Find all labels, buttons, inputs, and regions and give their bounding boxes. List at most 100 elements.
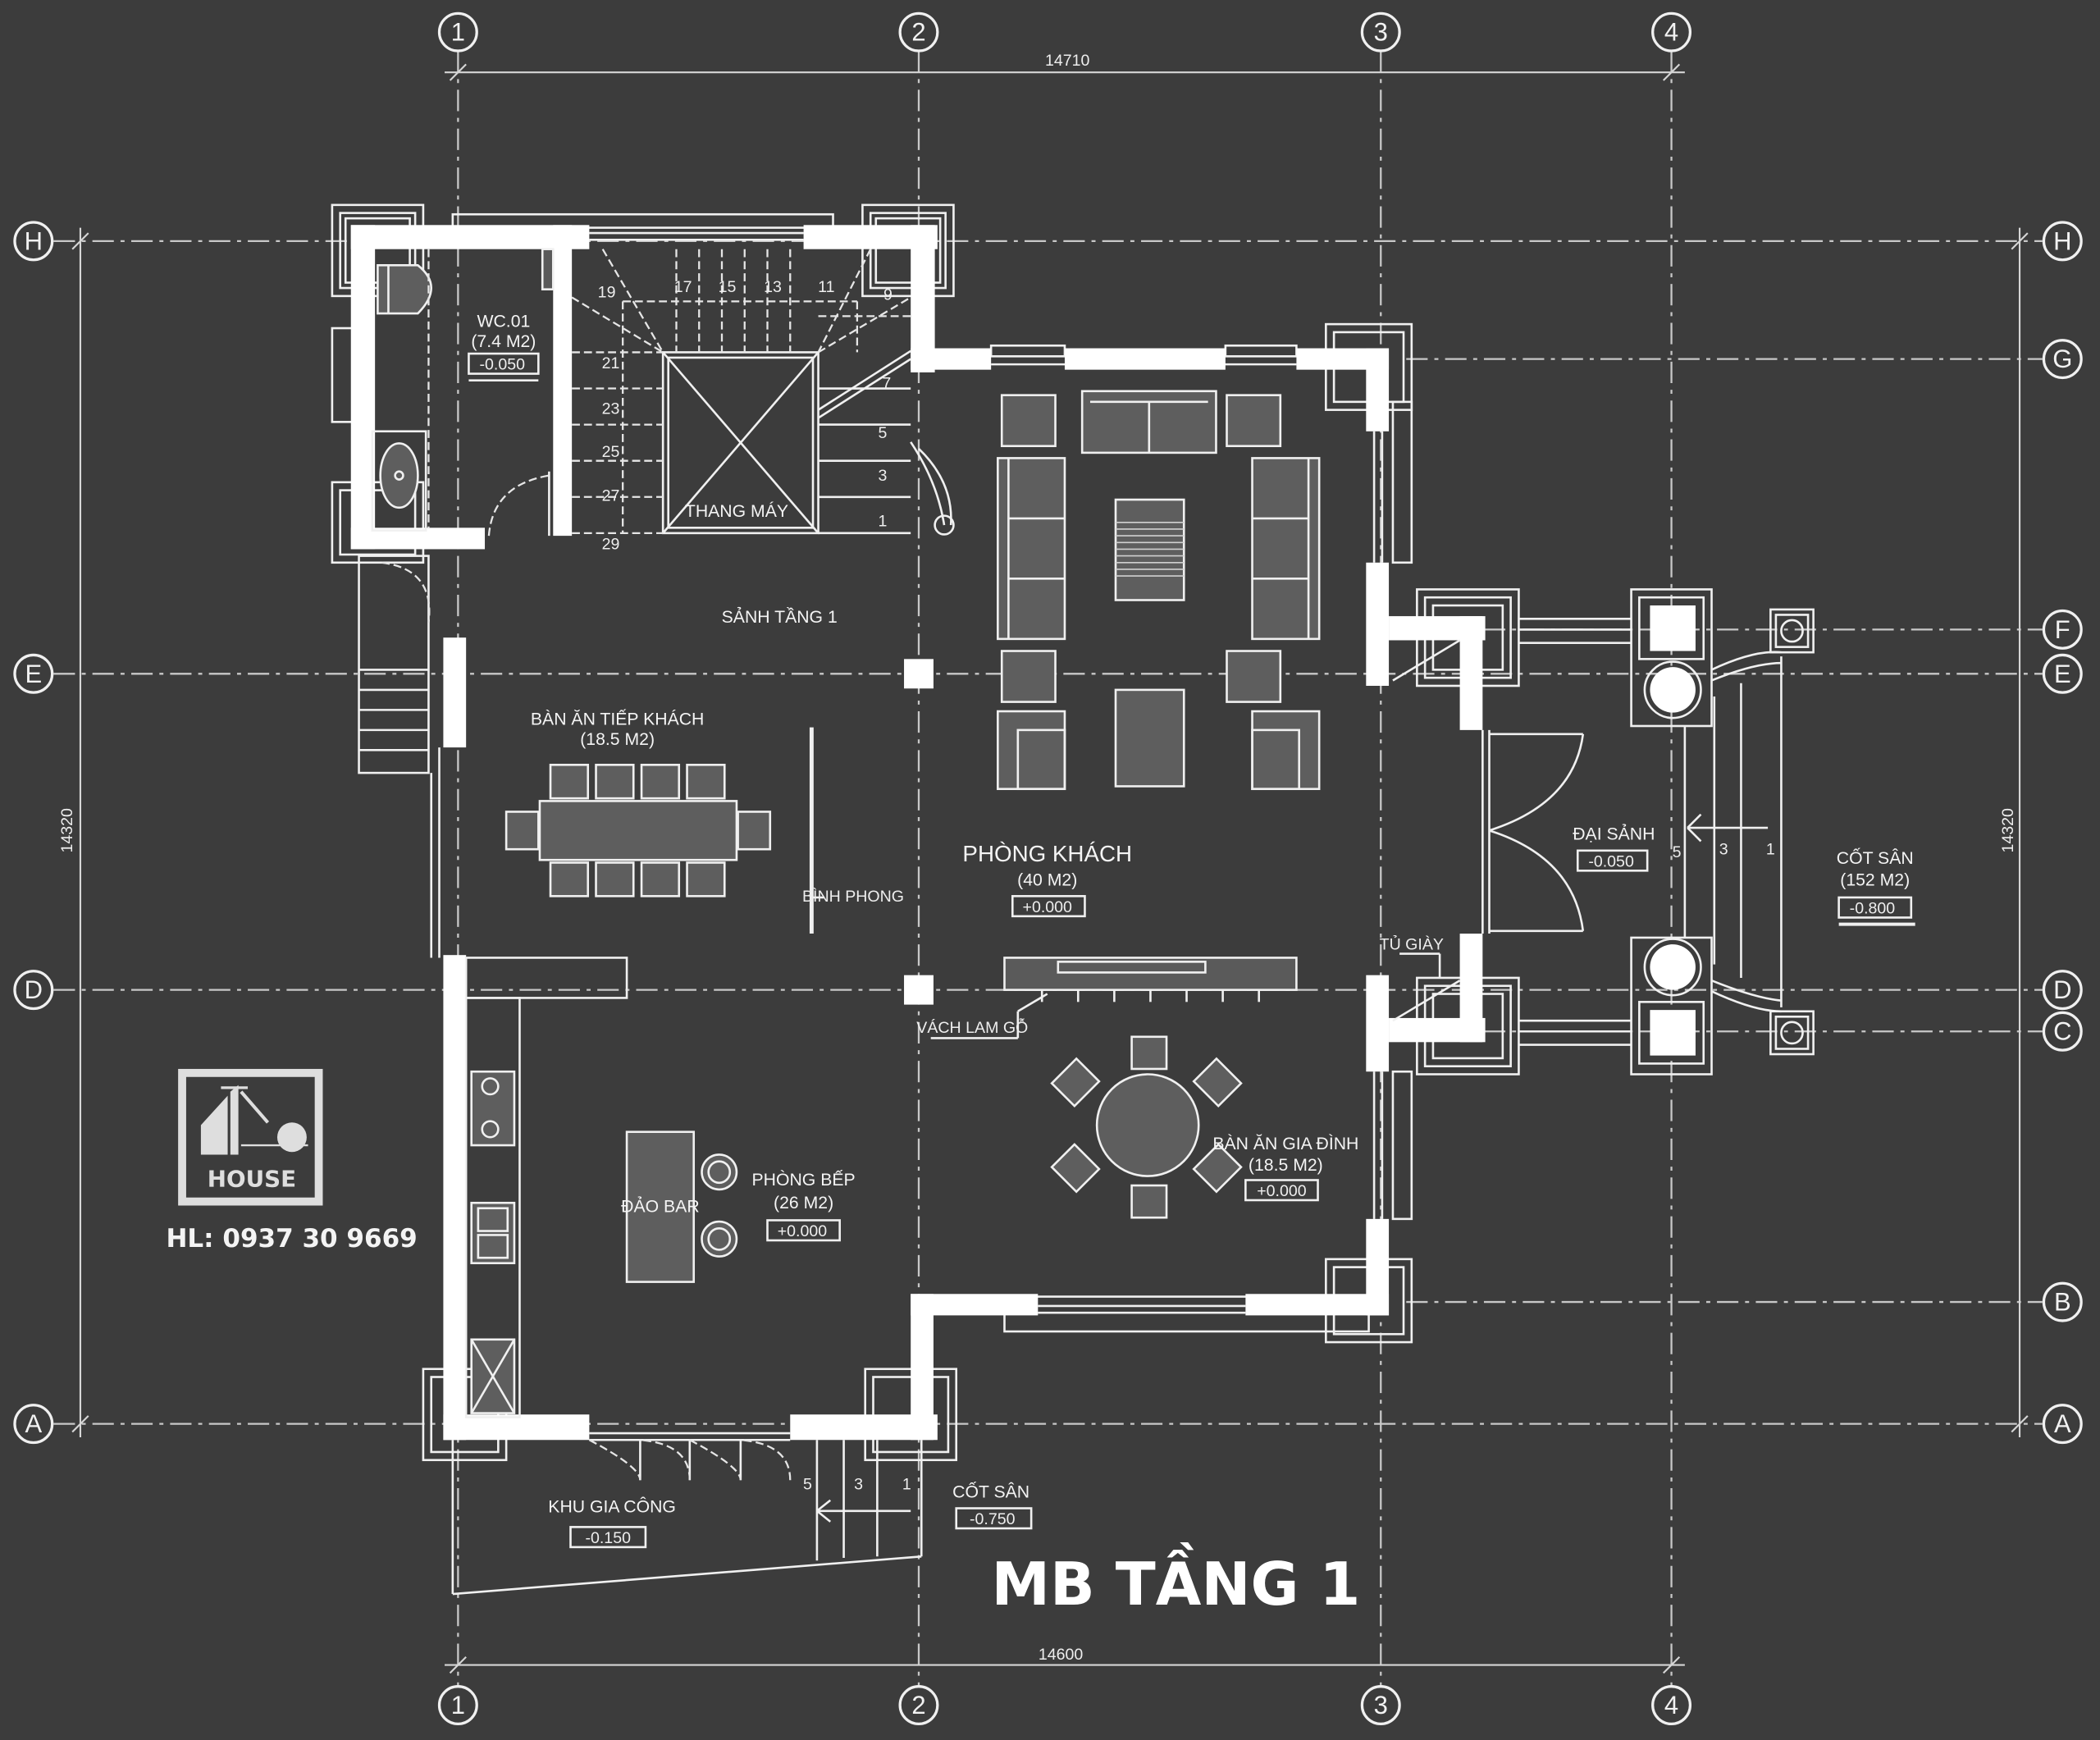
grid-row-a-right: A xyxy=(2054,1409,2071,1438)
wc-area: (7.4 M2) xyxy=(471,332,536,351)
stove-icon xyxy=(470,1070,516,1147)
grid-col-3: 3 xyxy=(1374,18,1388,47)
dimension-bottom: 14600 xyxy=(1039,1646,1084,1664)
shoe-cabinet-label: TỦ GIÀY xyxy=(1380,934,1444,954)
dimension-lines: 14710 14600 14320 14320 xyxy=(58,52,2029,1674)
grid-row-b-right: B xyxy=(2054,1288,2071,1317)
yard-name: CỐT SÂN xyxy=(1837,847,1914,868)
rear-step-3: 3 xyxy=(854,1476,863,1494)
wood-louver-wall xyxy=(1003,957,1298,991)
grid-row-c-right: C xyxy=(2053,1017,2071,1046)
stair-step-3: 3 xyxy=(878,467,887,485)
wc-room: WC.01 (7.4 M2) -0.050 xyxy=(371,248,555,537)
grid-bubbles: 1 2 3 4 1 2 3 4 H E D A H G F E D C B A xyxy=(13,11,2083,1726)
walls xyxy=(350,225,1692,1441)
yard-area: (152 M2) xyxy=(1840,870,1910,889)
kitchen-name: PHÒNG BẾP xyxy=(752,1169,856,1190)
stair-and-elevator: THANG MÁY 19 17 15 13 11 9 xyxy=(571,249,955,553)
grid-row-d: D xyxy=(25,975,43,1004)
kitchen: ĐẢO BAR PHÒNG BẾP (26 M2) +0.000 xyxy=(464,997,856,1418)
main-hall: ĐẠI SẢNH -0.050 TỦ GIÀY 5 3 1 CỐT SÂN (1… xyxy=(1380,588,1915,1076)
grid-col-1: 1 xyxy=(451,18,465,47)
stair-step-1: 1 xyxy=(878,513,887,531)
logo-text: HOUSE xyxy=(208,1166,296,1193)
tree-logo-icon xyxy=(276,1122,307,1153)
grid-col-3-bottom: 3 xyxy=(1374,1691,1388,1719)
sink-icon xyxy=(379,442,419,509)
stair-step-19: 19 xyxy=(598,283,616,301)
grid-col-1-bottom: 1 xyxy=(451,1691,465,1719)
stair-step-27: 27 xyxy=(602,487,620,505)
entry-step-5: 5 xyxy=(1673,843,1682,861)
rear-yard-level: -0.750 xyxy=(970,1510,1016,1528)
rear-yard-name: CỐT SÂN xyxy=(952,1480,1029,1501)
stair-step-21: 21 xyxy=(602,354,620,372)
stair-step-9: 9 xyxy=(883,286,892,304)
family-dining-level: +0.000 xyxy=(1257,1182,1307,1200)
round-dining-table xyxy=(1095,1073,1200,1177)
grid-col-4-bottom: 4 xyxy=(1664,1691,1678,1719)
rear-step-1: 1 xyxy=(902,1476,911,1494)
rear-work-area: 5 3 1 KHU GIA CÔNG -0.150 CỐT SÂN -0.750 xyxy=(451,1432,1033,1596)
living-area: (40 M2) xyxy=(1017,870,1077,889)
guest-dining-area-value: (18.5 M2) xyxy=(580,730,655,749)
dimension-top: 14710 xyxy=(1045,52,1090,70)
guest-dining-table xyxy=(538,800,738,861)
stair-step-13: 13 xyxy=(764,278,782,296)
stair-step-7: 7 xyxy=(882,375,891,393)
grid-row-h: H xyxy=(25,226,43,255)
dimension-left: 14320 xyxy=(58,808,76,853)
screen-label: BÌNH PHONG xyxy=(802,887,904,906)
main-hall-level: -0.050 xyxy=(1588,852,1634,870)
kitchen-area: (26 M2) xyxy=(774,1194,833,1213)
contact-phone: HL: 0937 30 9669 xyxy=(166,1224,417,1254)
grid-col-2-bottom: 2 xyxy=(911,1691,925,1719)
rear-step-5: 5 xyxy=(803,1476,812,1494)
stair-step-29: 29 xyxy=(602,535,620,553)
living-room: PHÒNG KHÁCH (40 M2) +0.000 VÁCH LAM GỖ xyxy=(916,390,1321,1039)
wood-louver-label: VÁCH LAM GỖ xyxy=(916,1017,1028,1037)
main-hall-name: ĐẠI SẢNH xyxy=(1573,824,1655,844)
bar-label: ĐẢO BAR xyxy=(621,1196,700,1217)
stair-step-15: 15 xyxy=(719,278,737,296)
guest-dining-area: SẢNH TẦNG 1 BÀN ĂN TIẾP KHÁCH (18.5 M2) … xyxy=(464,606,904,999)
grid-row-d-right: D xyxy=(2053,975,2071,1004)
grid-col-2: 2 xyxy=(911,18,925,47)
yard-level: -0.800 xyxy=(1850,900,1896,918)
stair-step-11: 11 xyxy=(818,278,834,296)
dimension-right: 14320 xyxy=(1999,808,2017,853)
family-dining-area: BÀN ĂN GIA ĐÌNH (18.5 M2) +0.000 xyxy=(1050,1035,1358,1219)
wc-level: -0.050 xyxy=(479,356,525,374)
grid-row-h-right: H xyxy=(2053,226,2071,255)
stair-step-25: 25 xyxy=(602,443,620,461)
living-name: PHÒNG KHÁCH xyxy=(962,841,1132,866)
stair-step-23: 23 xyxy=(602,400,620,418)
grid-col-4: 4 xyxy=(1664,18,1678,47)
guest-dining-name: BÀN ĂN TIẾP KHÁCH xyxy=(531,708,704,728)
living-level: +0.000 xyxy=(1023,898,1073,916)
entry-step-1: 1 xyxy=(1766,841,1775,859)
grid-row-a: A xyxy=(25,1409,42,1438)
family-dining-name: BÀN ĂN GIA ĐÌNH xyxy=(1212,1133,1358,1153)
grid-row-f-right: F xyxy=(2055,615,2070,644)
entry-step-3: 3 xyxy=(1719,841,1728,859)
grid-row-g-right: G xyxy=(2052,345,2072,373)
elevator-shaft xyxy=(661,351,819,535)
kitchen-level: +0.000 xyxy=(778,1222,828,1240)
work-area-name: KHU GIA CÔNG xyxy=(548,1496,676,1516)
elevator-label: THANG MÁY xyxy=(685,500,788,521)
family-dining-area-value: (18.5 M2) xyxy=(1249,1156,1323,1175)
wc-name: WC.01 xyxy=(477,312,530,331)
bar-island xyxy=(625,1130,696,1283)
lobby-label: SẢNH TẦNG 1 xyxy=(722,606,838,627)
stair-step-5: 5 xyxy=(878,424,887,442)
drawing-title: MB TẦNG 1 xyxy=(992,1543,1361,1619)
toilet-icon xyxy=(377,263,432,315)
stair-step-17: 17 xyxy=(674,278,692,296)
house-logo-icon xyxy=(200,1085,239,1155)
company-logo: HOUSE xyxy=(178,1068,323,1206)
grid-row-e: E xyxy=(25,660,42,688)
grid-row-e-right: E xyxy=(2054,660,2071,688)
